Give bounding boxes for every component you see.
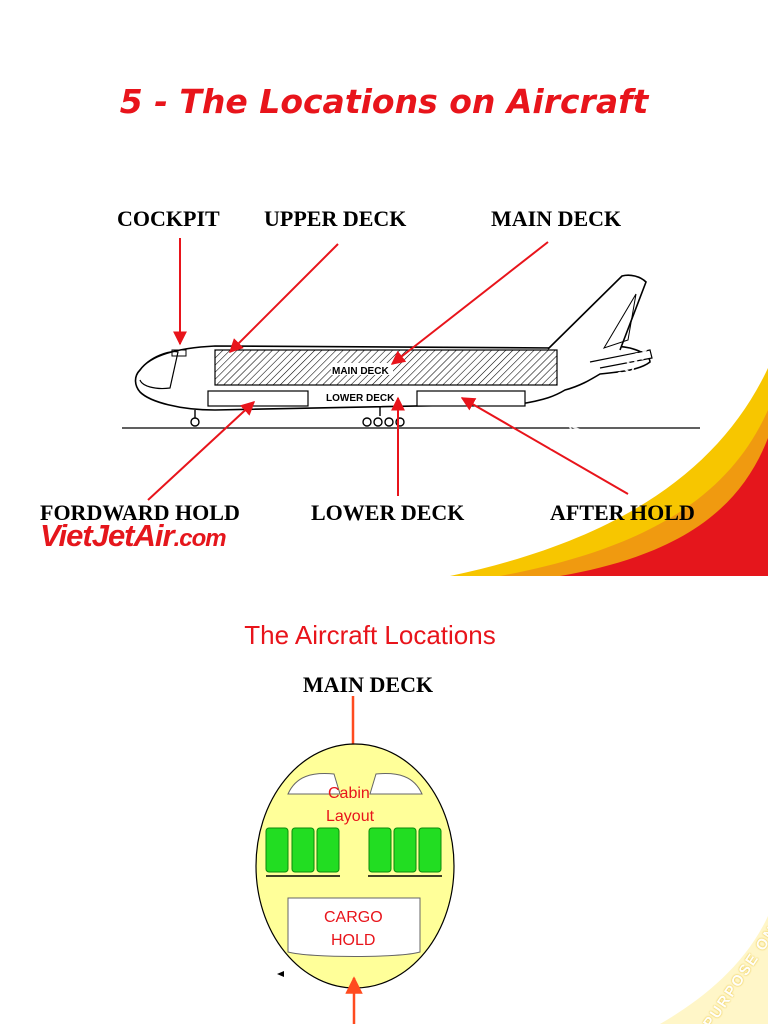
vertical-tail xyxy=(547,274,647,351)
corner-swoosh xyxy=(450,368,768,576)
fuselage-cross-section: Cabin Layout CARGO HOLD xyxy=(255,696,455,1024)
arrow-upper-deck xyxy=(229,243,339,353)
lower-deck-text: LOWER DECK xyxy=(326,393,395,404)
nose-section xyxy=(139,351,179,390)
slide-title: 5 - The Locations on Aircraft xyxy=(119,82,649,121)
small-pointer xyxy=(277,971,284,977)
aircraft-diagram: MAIN DECK LOWER DECK xyxy=(122,238,700,501)
main-deck-text: MAIN DECK xyxy=(332,366,389,377)
slide-title-2: The Aircraft Locations xyxy=(244,620,496,650)
main-deck-label-bg xyxy=(331,363,393,375)
slide-aircraft-locations: The Aircraft Locations MAIN DECK Cabin L… xyxy=(0,576,768,1024)
overhead-bin-right xyxy=(369,773,423,795)
vietjetair-logo: VietJetAir.com xyxy=(40,518,227,553)
label-forward-hold: FORDWARD HOLD xyxy=(40,500,240,525)
label-main-deck: MAIN DECK xyxy=(491,206,622,231)
cargo-text-line1: CARGO xyxy=(324,909,383,926)
label-after-hold: AFTER HOLD xyxy=(550,500,695,525)
leader-arrows xyxy=(147,238,629,501)
label-main-deck-2: MAIN DECK xyxy=(302,672,434,697)
rudder xyxy=(602,293,637,349)
cockpit-windows xyxy=(171,349,187,357)
overhead-bin-left xyxy=(287,773,341,795)
arrow-forward-hold xyxy=(147,401,256,501)
cargo-text-line2: HOLD xyxy=(331,932,375,949)
main-gear xyxy=(362,406,405,427)
label-lower-deck: LOWER DECK xyxy=(311,500,465,525)
arrow-main-deck xyxy=(390,241,549,365)
cabin-text-line1: Cabin xyxy=(328,785,370,802)
nose-gear xyxy=(190,417,200,427)
label-cockpit: COCKPIT xyxy=(117,206,220,231)
corner-swoosh-2 xyxy=(660,916,768,1024)
slide-locations-on-aircraft: 5 - The Locations on Aircraft COCKPIT UP… xyxy=(40,82,768,576)
seats-right xyxy=(368,827,442,877)
label-upper-deck: UPPER DECK xyxy=(264,206,407,231)
cargo-hold-area xyxy=(287,897,421,957)
arrow-after-hold xyxy=(460,397,629,495)
forward-hold-area xyxy=(207,390,309,407)
cabin-text-line2: Layout xyxy=(326,808,375,825)
seats-left xyxy=(265,827,340,877)
horizontal-stabilizer xyxy=(589,349,653,369)
